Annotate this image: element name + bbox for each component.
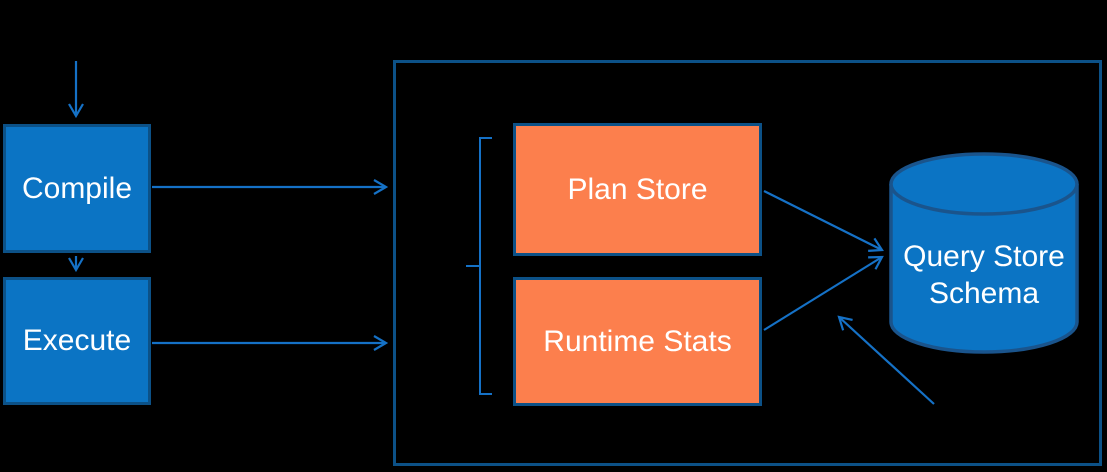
- compile-box: Compile: [3, 124, 151, 253]
- arrow-runtime-stats-to-schema: [763, 255, 884, 331]
- query-store-container-box: [393, 60, 1102, 466]
- query-store-schema-label: Query Store Schema: [903, 240, 1065, 310]
- database-cylinder-icon: [889, 152, 1079, 354]
- plan-store-label: Plan Store: [567, 172, 708, 206]
- compile-label: Compile: [21, 171, 133, 205]
- runtime-stats-label: Runtime Stats: [543, 324, 732, 358]
- execute-box: Execute: [3, 277, 151, 405]
- execute-label: Execute: [22, 324, 132, 357]
- arrow-external-to-schema: [837, 315, 935, 405]
- arrow-plan-store-to-schema: [763, 190, 884, 252]
- plan-store-box: Plan Store: [513, 123, 762, 256]
- grouping-bracket: [466, 137, 492, 395]
- runtime-stats-box: Runtime Stats: [513, 277, 762, 406]
